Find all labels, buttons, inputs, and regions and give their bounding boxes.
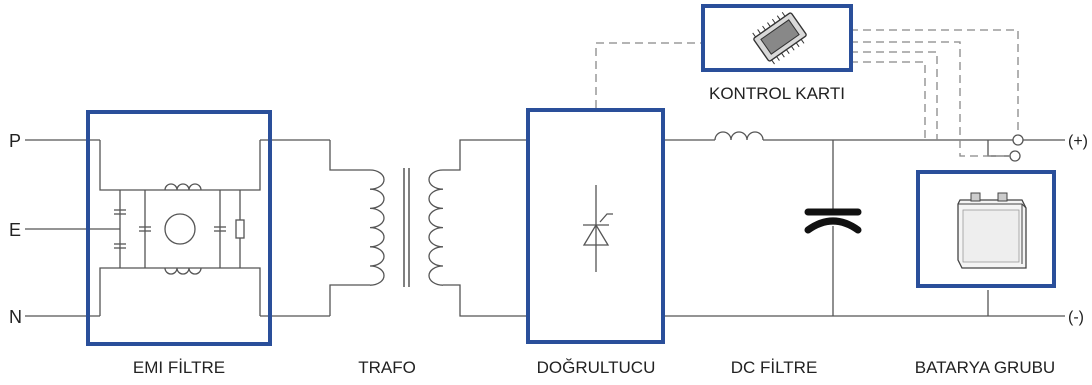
dc-inductor (714, 131, 764, 141)
battery-group-label: BATARYA GRUBU (915, 358, 1055, 377)
rectifier-label: DOĞRULTUCU (537, 358, 656, 377)
control-wiring (595, 29, 1019, 157)
output-label-plus: (+) (1068, 133, 1088, 150)
input-label-p: P (9, 131, 21, 151)
dc-filter-label: DC FİLTRE (731, 358, 818, 377)
input-label-e: E (9, 220, 21, 240)
battery-icon (957, 192, 1027, 269)
sense-point-plus (1012, 134, 1024, 146)
rectifier-block (526, 108, 665, 344)
chip-icon (752, 11, 807, 65)
battery-group-block (916, 170, 1056, 288)
output-label-minus: (-) (1068, 309, 1084, 326)
sense-point-battery (1009, 150, 1021, 162)
control-card-label: KONTROL KARTI (709, 84, 845, 103)
control-card-block (701, 4, 853, 72)
thyristor-icon (582, 185, 613, 272)
transformer-symbol (369, 168, 444, 287)
emi-filter-label: EMI FİLTRE (133, 358, 225, 377)
input-label-n: N (9, 307, 22, 327)
capacitor-icon (804, 208, 862, 234)
emi-filter-block (86, 110, 272, 346)
transformer-label: TRAFO (358, 358, 416, 377)
emi-filter-circuit (99, 140, 261, 316)
